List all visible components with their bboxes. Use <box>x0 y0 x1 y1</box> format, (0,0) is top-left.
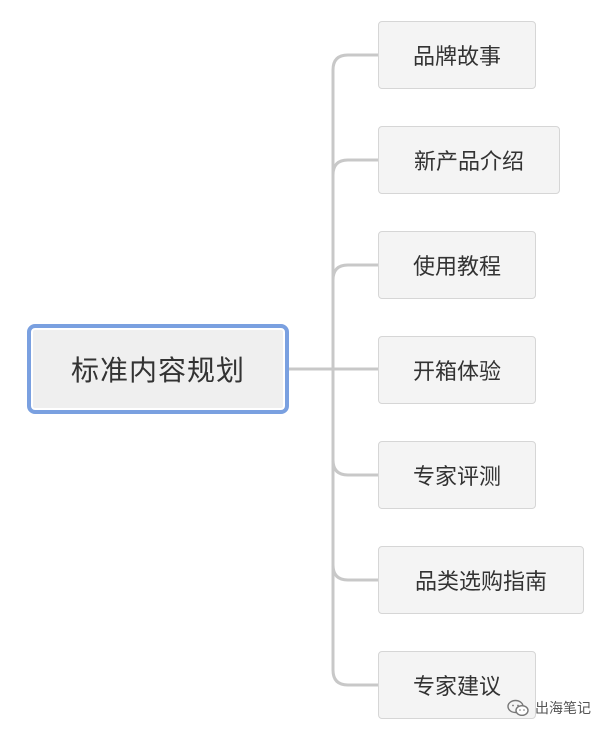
branch-2 <box>331 158 378 176</box>
child-node-unboxing[interactable]: 开箱体验 <box>378 336 536 404</box>
child-label: 品类选购指南 <box>414 570 547 595</box>
watermark-label: 出海笔记 <box>535 701 591 717</box>
branch-6 <box>331 564 378 582</box>
child-node-expert-review[interactable]: 专家评测 <box>378 441 536 509</box>
child-node-expert-advice[interactable]: 专家建议 <box>378 651 536 719</box>
child-label: 专家建议 <box>412 675 501 700</box>
child-label: 品牌故事 <box>412 45 501 70</box>
branch-7 <box>331 669 378 687</box>
child-node-new-product-intro[interactable]: 新产品介绍 <box>378 126 560 194</box>
child-label: 专家评测 <box>412 465 501 490</box>
child-node-brand-story[interactable]: 品牌故事 <box>378 21 536 89</box>
branch-3 <box>331 263 378 281</box>
branch-5 <box>331 459 378 477</box>
child-label: 开箱体验 <box>412 360 501 385</box>
child-label: 新产品介绍 <box>413 150 524 175</box>
child-label: 使用教程 <box>412 255 501 280</box>
root-label: 标准内容规划 <box>70 354 245 387</box>
branch-1 <box>331 53 378 71</box>
root-node[interactable]: 标准内容规划 <box>27 324 289 414</box>
watermark: 出海笔记 <box>507 698 591 718</box>
child-node-tutorial[interactable]: 使用教程 <box>378 231 536 299</box>
child-node-buying-guide[interactable]: 品类选购指南 <box>378 546 584 614</box>
wechat-icon <box>507 699 529 717</box>
